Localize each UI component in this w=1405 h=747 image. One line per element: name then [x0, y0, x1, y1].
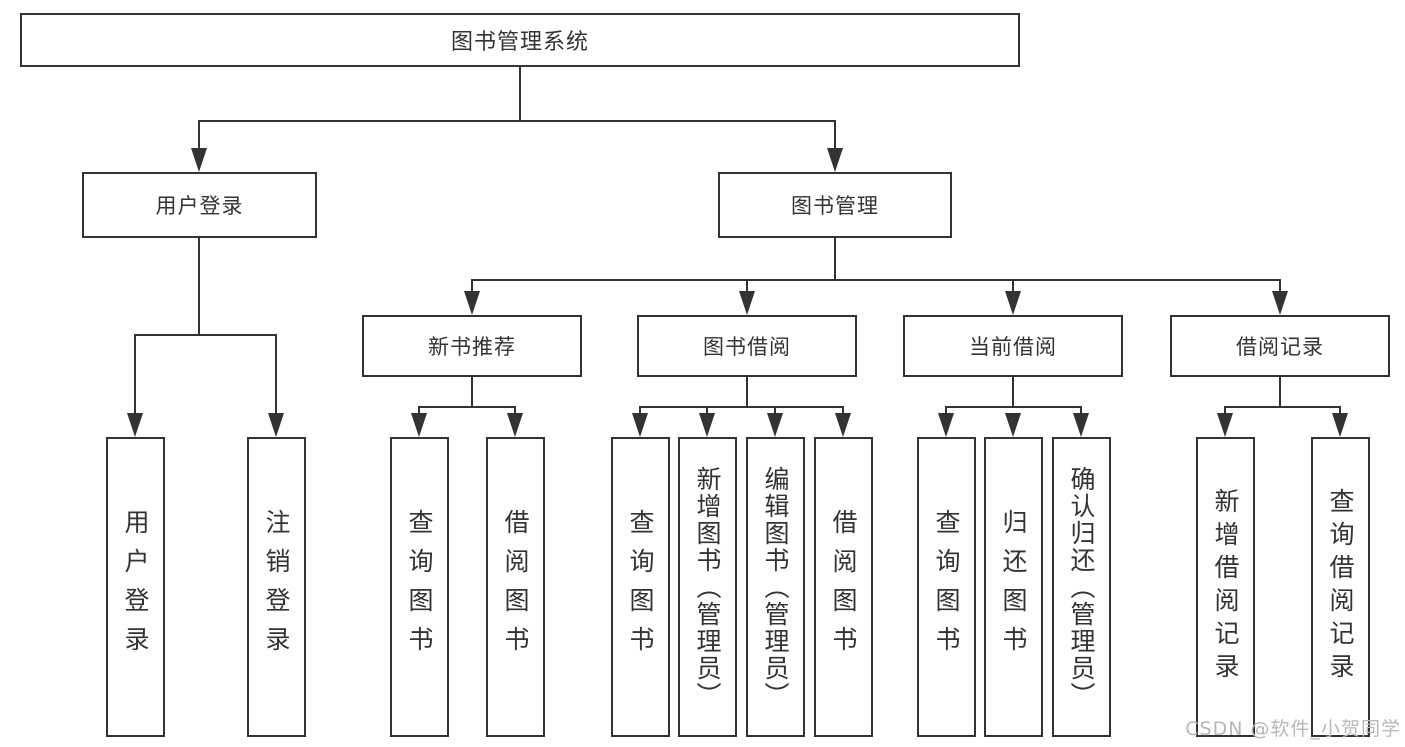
connector-line	[945, 406, 947, 416]
arrowhead-icon	[268, 413, 284, 437]
connector-line	[1279, 375, 1281, 408]
arrowhead-icon	[1073, 413, 1089, 437]
leaf-add-borrow-record: 新增借阅记录	[1196, 437, 1255, 737]
leaf-add-book-admin-label: 新增图书（管理员）	[693, 465, 722, 709]
leaf-query-borrow-record-label: 查询借阅记录	[1326, 488, 1355, 686]
node-borrow-record-label: 借阅记录	[1236, 335, 1324, 359]
connector-line	[198, 120, 836, 122]
connector-line	[198, 236, 200, 336]
connector-line	[1224, 406, 1226, 416]
leaf-query-book-1-label: 查询图书	[405, 509, 434, 665]
connector-line	[639, 406, 844, 408]
connector-line	[1012, 279, 1014, 295]
node-book-borrow: 图书借阅	[637, 315, 857, 377]
connector-line	[842, 406, 844, 416]
leaf-borrow-book-2-label: 借阅图书	[829, 509, 858, 665]
arrowhead-icon	[1217, 413, 1233, 437]
leaf-edit-book-admin-label: 编辑图书（管理员）	[761, 465, 790, 709]
arrowhead-icon	[127, 413, 143, 437]
connector-line	[514, 406, 516, 416]
arrowhead-icon	[191, 148, 207, 172]
arrowhead-icon	[1272, 291, 1288, 315]
node-user-login-label: 用户登录	[155, 194, 244, 218]
arrowhead-icon	[699, 413, 715, 437]
connector-line	[945, 406, 1082, 408]
connector-line	[746, 375, 748, 408]
node-user-login: 用户登录	[82, 172, 317, 238]
node-root-label: 图书管理系统	[450, 30, 589, 55]
connector-line	[134, 334, 277, 336]
arrowhead-icon	[827, 148, 843, 172]
csdn-watermark: CSDN @软件_小贺同学	[1185, 718, 1401, 740]
connector-line	[1339, 406, 1341, 416]
connector-line	[471, 279, 1281, 281]
leaf-add-book-admin: 新增图书（管理员）	[678, 437, 737, 737]
connector-line	[746, 279, 748, 295]
leaf-edit-book-admin: 编辑图书（管理员）	[746, 437, 805, 737]
node-root: 图书管理系统	[20, 13, 1020, 67]
arrowhead-icon	[767, 413, 783, 437]
arrowhead-icon	[632, 413, 648, 437]
leaf-query-book-1: 查询图书	[390, 437, 449, 737]
arrowhead-icon	[1005, 413, 1021, 437]
connector-line	[1224, 406, 1341, 408]
arrowhead-icon	[1332, 413, 1348, 437]
connector-line	[471, 279, 473, 295]
leaf-query-book-3: 查询图书	[917, 437, 976, 737]
connector-line	[834, 120, 836, 152]
leaf-return-book: 归还图书	[984, 437, 1043, 737]
leaf-query-book-2-label: 查询图书	[626, 509, 655, 665]
connector-line	[134, 334, 136, 416]
leaf-logout-label: 注销登录	[262, 509, 291, 665]
leaf-user-login-label: 用户登录	[121, 509, 150, 665]
leaf-borrow-book-1-label: 借阅图书	[501, 509, 530, 665]
leaf-query-book-3-label: 查询图书	[932, 509, 961, 665]
connector-line	[471, 375, 473, 408]
leaf-borrow-book-2: 借阅图书	[814, 437, 873, 737]
arrowhead-icon	[938, 413, 954, 437]
leaf-borrow-book-1: 借阅图书	[486, 437, 545, 737]
leaf-logout: 注销登录	[247, 437, 306, 737]
node-book-management-label: 图书管理	[791, 194, 879, 218]
connector-line	[519, 66, 521, 122]
connector-line	[1080, 406, 1082, 416]
node-borrow-record: 借阅记录	[1170, 315, 1390, 377]
leaf-confirm-return-admin: 确认归还（管理员）	[1052, 437, 1111, 737]
leaf-add-borrow-record-label: 新增借阅记录	[1211, 488, 1240, 686]
connector-line	[198, 120, 200, 152]
connector-line	[418, 406, 420, 416]
connector-line	[639, 406, 641, 416]
connector-line	[1012, 375, 1014, 408]
arrowhead-icon	[739, 291, 755, 315]
node-book-management: 图书管理	[718, 172, 952, 238]
arrowhead-icon	[507, 413, 523, 437]
connector-line	[275, 334, 277, 416]
connector-line	[418, 406, 516, 408]
node-new-book-recommend: 新书推荐	[362, 315, 582, 377]
connector-line	[1279, 279, 1281, 295]
arrowhead-icon	[411, 413, 427, 437]
leaf-user-login: 用户登录	[106, 437, 165, 737]
leaf-query-book-2: 查询图书	[611, 437, 670, 737]
connector-line	[834, 236, 836, 281]
leaf-query-borrow-record: 查询借阅记录	[1311, 437, 1370, 737]
node-book-borrow-label: 图书借阅	[703, 335, 791, 359]
connector-line	[706, 406, 708, 416]
connector-line	[774, 406, 776, 416]
arrowhead-icon	[464, 291, 480, 315]
node-current-borrow: 当前借阅	[903, 315, 1123, 377]
node-new-book-recommend-label: 新书推荐	[428, 335, 516, 359]
arrowhead-icon	[1005, 291, 1021, 315]
leaf-confirm-return-admin-label: 确认归还（管理员）	[1067, 465, 1096, 709]
arrowhead-icon	[835, 413, 851, 437]
leaf-return-book-label: 归还图书	[999, 509, 1028, 665]
node-current-borrow-label: 当前借阅	[969, 335, 1057, 359]
